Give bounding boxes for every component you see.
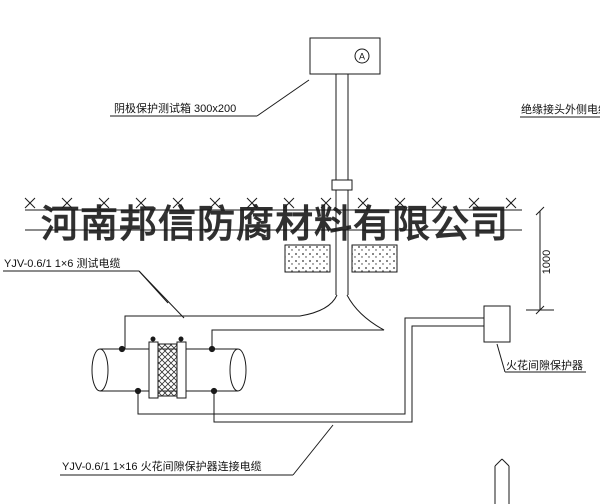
- bolt-dot: [178, 336, 184, 342]
- bolt-dot: [150, 336, 156, 342]
- label-outer-cable: 绝缘接头外侧电缆: [521, 104, 600, 116]
- ground-line: [24, 197, 522, 231]
- dimension-depth-text: 1000: [541, 250, 553, 274]
- protector-cables: [134, 317, 484, 423]
- test-cables: [118, 294, 385, 353]
- label-spark-gap-protector: 火花间隙保护器: [506, 360, 583, 372]
- label-test-box: 阴极保护测试箱 300x200: [114, 103, 237, 115]
- electrode-symbol-partial: [494, 458, 510, 504]
- concrete-block-right: [351, 244, 398, 273]
- label-test-cable: YJV-0.6/1 1×6 测试电缆: [4, 258, 121, 270]
- test-box: [309, 37, 381, 75]
- ammeter-symbol: [354, 48, 370, 64]
- riser-conduit: [331, 74, 353, 295]
- spark-gap-protector: [483, 305, 511, 343]
- ammeter-letter: A: [359, 52, 365, 62]
- insulating-joint: [157, 343, 178, 397]
- flange-right: [176, 341, 187, 399]
- dimension-1000: [526, 206, 554, 315]
- cable-weld-dot: [208, 345, 216, 353]
- pipeline: [91, 336, 247, 399]
- flange-left: [148, 341, 159, 399]
- leader-lines: [3, 79, 600, 476]
- conduit-coupling: [331, 179, 353, 191]
- label-protector-cable: YJV-0.6/1 1×16 火花间隙保护器连接电缆: [62, 461, 262, 473]
- concrete-block-left: [284, 244, 331, 273]
- cable-weld-dot: [118, 345, 126, 353]
